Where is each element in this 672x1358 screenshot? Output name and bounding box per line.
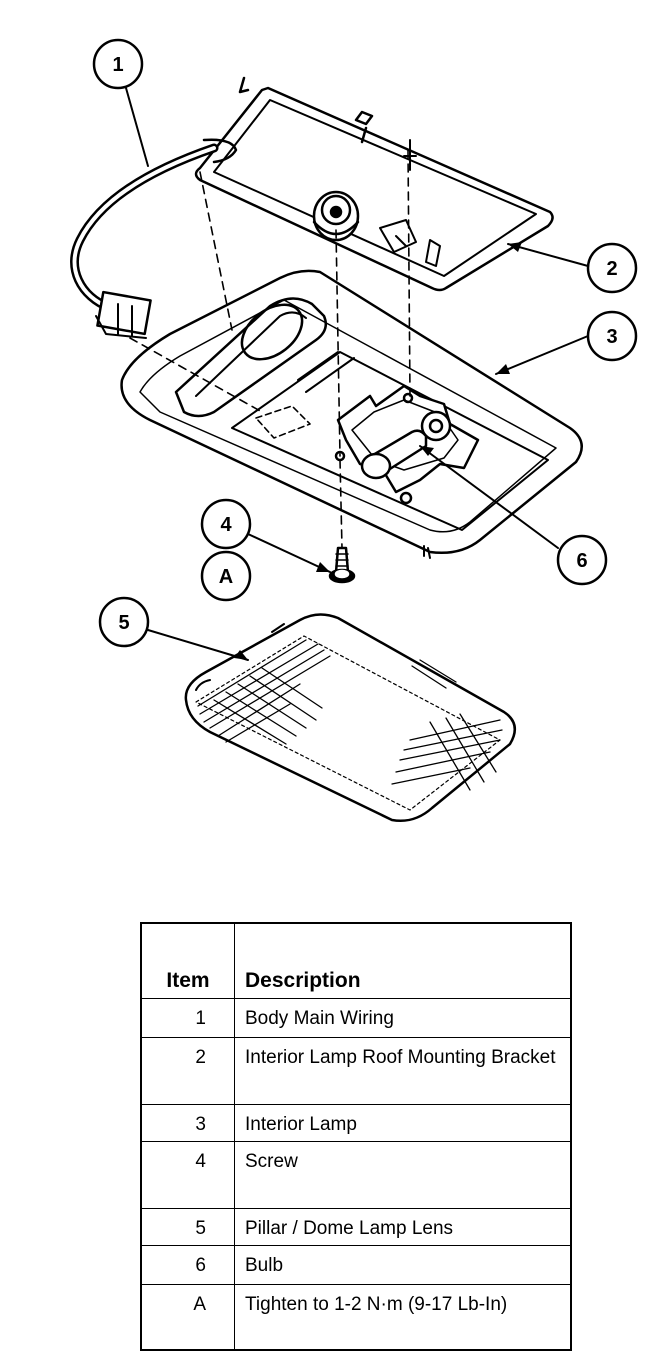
- legend-header-row: Item Description: [140, 922, 572, 999]
- table-row: 6 Bulb: [140, 1245, 572, 1285]
- wiring-harness-drawing: [70, 138, 238, 339]
- table-row: 5 Pillar / Dome Lamp Lens: [140, 1208, 572, 1246]
- exploded-view-diagram: 1 2 3 4 A 5 6: [70, 38, 638, 822]
- leader-arrowheads: [234, 242, 522, 660]
- legend-item-id: A: [140, 1284, 235, 1351]
- callout-3-label: 3: [606, 326, 617, 348]
- callout-5-circle: [98, 596, 150, 648]
- callout-a-circle: [200, 550, 252, 602]
- legend-item-description: Bulb: [234, 1245, 572, 1285]
- callout-2-circle: [586, 242, 638, 294]
- callout-a-label: A: [219, 566, 233, 588]
- callout-6-label: 6: [576, 550, 587, 572]
- callout-2-label: 2: [606, 258, 617, 280]
- legend-header-item: Item: [140, 922, 235, 999]
- leader-lines: [125, 87, 589, 661]
- dome-lens-drawing: [184, 613, 517, 822]
- assembly-lines: [129, 149, 411, 549]
- legend-item-description: Interior Lamp: [234, 1104, 572, 1142]
- legend-item-description: Screw: [234, 1141, 572, 1209]
- legend-item-description: Interior Lamp Roof Mounting Bracket: [234, 1037, 572, 1105]
- legend-item-id: 1: [140, 998, 235, 1038]
- callout-3-circle: [586, 310, 638, 362]
- callout-4-circle: [200, 498, 252, 550]
- parts-legend-table: Item Description 1 Body Main Wiring 2 In…: [140, 922, 572, 1351]
- legend-item-description: Pillar / Dome Lamp Lens: [234, 1208, 572, 1246]
- callout-1-circle: [92, 38, 144, 90]
- table-row: 3 Interior Lamp: [140, 1104, 572, 1142]
- callout-1-label: 1: [112, 54, 123, 76]
- legend-item-description: Body Main Wiring: [234, 998, 572, 1038]
- callout-5-label: 5: [118, 612, 129, 634]
- table-row: A Tighten to 1-2 N·m (9-17 Lb-In): [140, 1284, 572, 1351]
- legend-item-id: 4: [140, 1141, 235, 1209]
- legend-item-id: 3: [140, 1104, 235, 1142]
- callout-4-label: 4: [220, 514, 232, 536]
- table-row: 2 Interior Lamp Roof Mounting Bracket: [140, 1037, 572, 1105]
- interior-lamp-drawing: [120, 269, 583, 559]
- table-row: 4 Screw: [140, 1141, 572, 1209]
- legend-item-id: 6: [140, 1245, 235, 1285]
- legend-item-description: Tighten to 1-2 N·m (9-17 Lb-In): [234, 1284, 572, 1351]
- legend-header-description: Description: [234, 922, 572, 999]
- legend-item-id: 2: [140, 1037, 235, 1105]
- callout-6-circle: [556, 534, 608, 586]
- legend-item-id: 5: [140, 1208, 235, 1246]
- mounting-bracket-drawing: [194, 76, 554, 292]
- table-row: 1 Body Main Wiring: [140, 998, 572, 1038]
- screw-drawing: [328, 546, 356, 584]
